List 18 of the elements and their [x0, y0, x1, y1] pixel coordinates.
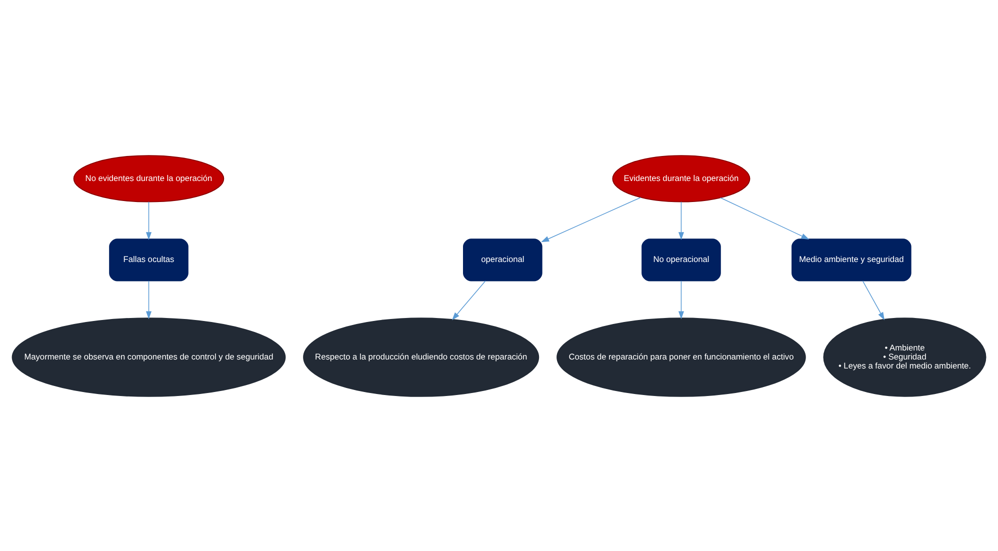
node-box: Fallas ocultas [109, 238, 188, 281]
node-ellipse: • Ambiente • Seguridad • Leyes a favor del medio ambiente. [823, 317, 986, 396]
node-box: No operacional [642, 238, 721, 281]
arrow [678, 200, 684, 240]
arrow [678, 280, 684, 319]
node-ellipse: Respecto a la producción eludiendo costos de reparación [303, 317, 540, 396]
node-ellipse: Costos de reparación para poner en funcionamiento el activo [556, 317, 806, 396]
arrow [720, 196, 810, 239]
arrow [862, 280, 885, 320]
arrow [541, 196, 642, 242]
node-box: Medio ambiente y seguridad [792, 238, 912, 281]
node-ellipse: Mayormente se observa en componentes de control y de seguridad [12, 317, 286, 396]
node-ellipse: No evidentes durante la operación [73, 154, 224, 202]
arrow [146, 200, 152, 240]
node-box: operacional [463, 238, 542, 281]
arrow [452, 280, 486, 320]
arrow [146, 280, 152, 319]
node-ellipse: Evidentes durante la operación [612, 154, 750, 202]
